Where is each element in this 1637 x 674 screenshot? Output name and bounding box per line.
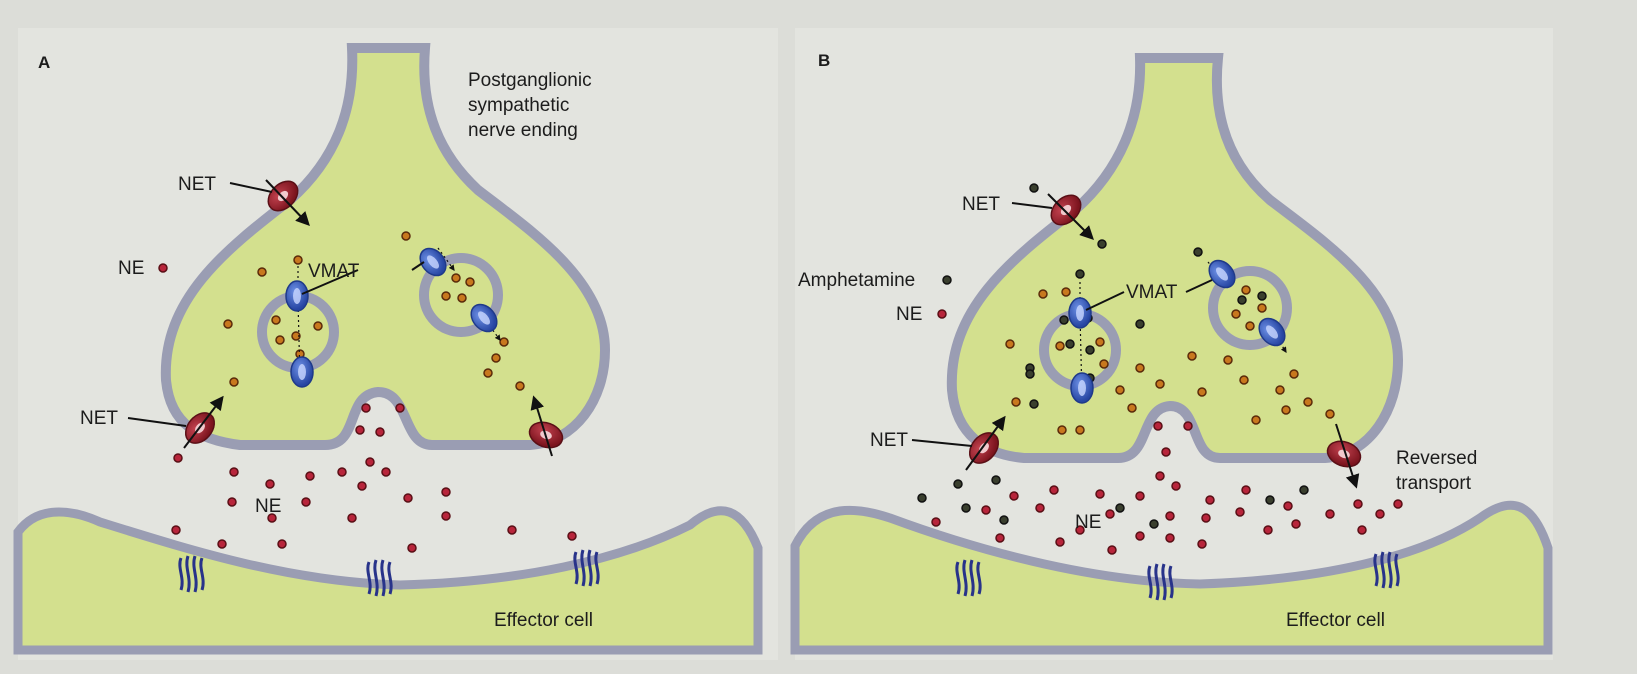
effector-cell-label: Effector cell bbox=[494, 610, 593, 631]
cleft-ne-dots bbox=[158, 263, 577, 553]
terminal-label-line3: nerve ending bbox=[468, 120, 578, 141]
vmat-transporter bbox=[290, 356, 314, 388]
net-transporter bbox=[1050, 194, 1082, 226]
intracellular-amphetamine-dots bbox=[1025, 183, 1267, 409]
reversed-transport-line2: transport bbox=[1396, 473, 1472, 494]
receptor bbox=[1373, 551, 1400, 589]
ne-cleft-label: NE bbox=[255, 496, 281, 517]
cleft-amphetamine-dots bbox=[917, 275, 1309, 529]
intracellular-ne-dots bbox=[1005, 285, 1335, 435]
reversed-transport-line1: Reversed bbox=[1396, 448, 1477, 469]
net-label-top: NET bbox=[178, 174, 216, 195]
receptor bbox=[366, 559, 393, 597]
panel-b: B NET NET VMAT Amphetamine NE NE Reverse… bbox=[790, 28, 1553, 660]
terminal-label-line1: Postganglionic bbox=[468, 70, 592, 91]
vmat-transporter bbox=[1258, 317, 1286, 347]
effector-cell bbox=[790, 500, 1553, 655]
receptor bbox=[178, 555, 205, 593]
panel-a-letter: A bbox=[38, 53, 50, 72]
ne-legend-label: NE bbox=[118, 258, 144, 279]
ne-legend-label: NE bbox=[896, 304, 922, 325]
panel-b-letter: B bbox=[818, 51, 830, 70]
effector-cell bbox=[13, 506, 763, 655]
net-label-bottom: NET bbox=[870, 430, 908, 451]
receptor bbox=[573, 549, 600, 587]
vmat-transporter bbox=[470, 303, 498, 333]
vmat-transporter bbox=[285, 280, 309, 312]
vmat-label: VMAT bbox=[1126, 282, 1178, 303]
vmat-label: VMAT bbox=[308, 261, 360, 282]
intracellular-ne-dots bbox=[223, 231, 525, 391]
vmat-transporter bbox=[1070, 372, 1094, 404]
net-label-top: NET bbox=[962, 194, 1000, 215]
terminal-label-line2: sympathetic bbox=[468, 95, 569, 116]
vmat-transporter bbox=[1068, 297, 1092, 329]
panel-a: A Postganglionic sympathetic nerve endin… bbox=[13, 28, 778, 660]
ne-cleft-label: NE bbox=[1075, 512, 1101, 533]
effector-cell-label: Effector cell bbox=[1286, 610, 1385, 631]
vmat-transporter bbox=[419, 247, 447, 277]
vmat-transporter bbox=[1208, 259, 1236, 289]
receptor bbox=[1147, 563, 1174, 601]
cleft-ne-dots bbox=[931, 309, 1403, 555]
amphetamine-legend-label: Amphetamine bbox=[798, 270, 915, 291]
net-label-bottom: NET bbox=[80, 408, 118, 429]
receptor bbox=[955, 559, 982, 597]
